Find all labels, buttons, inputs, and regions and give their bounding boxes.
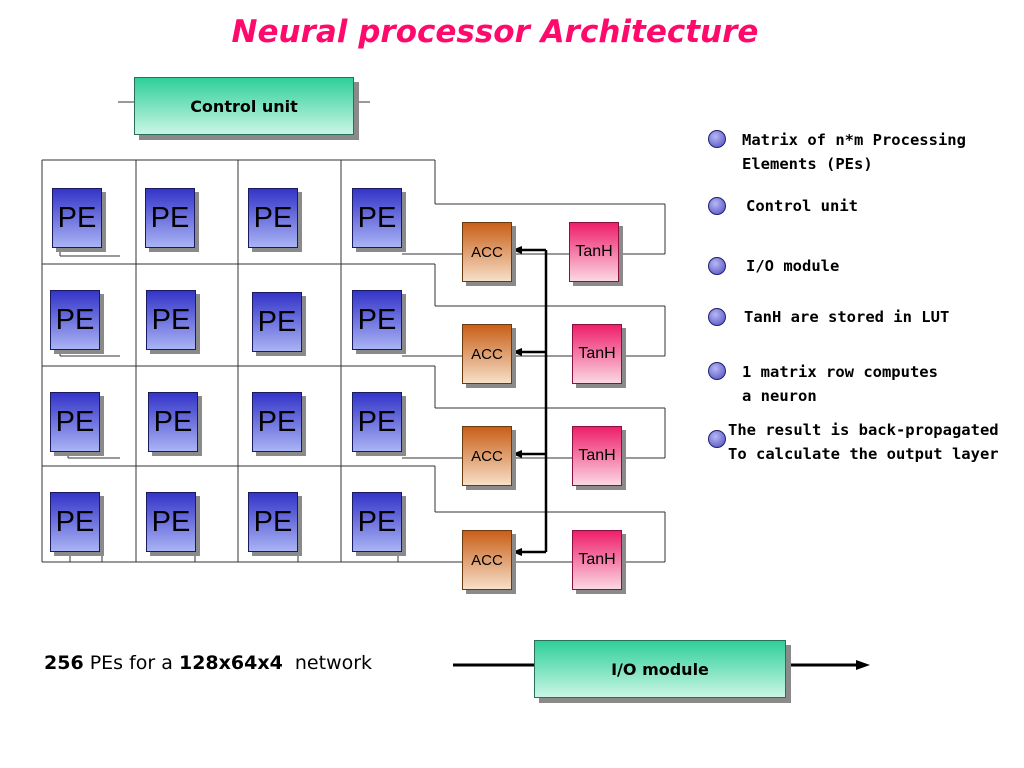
caption-text-1: PEs for a: [83, 652, 179, 674]
acc-r3: ACC: [462, 426, 512, 486]
pe-count: 256: [44, 652, 84, 674]
network-dims: 128x64x4: [178, 652, 283, 674]
pe-r2-c1: PE: [50, 290, 100, 350]
tanh-r2: TanH: [572, 324, 622, 384]
tanh-r3: TanH: [572, 426, 622, 486]
pe-r3-c2: PE: [148, 392, 198, 452]
acc-r1: ACC: [462, 222, 512, 282]
pe-r1-c3: PE: [248, 188, 298, 248]
pe-r4-c1: PE: [50, 492, 100, 552]
bullet-icon: [708, 308, 726, 326]
pe-r3-c3: PE: [252, 392, 302, 452]
pe-r4-c2: PE: [146, 492, 196, 552]
pe-r4-c4: PE: [352, 492, 402, 552]
caption-text-2: network: [282, 652, 373, 674]
io-module-block: I/O module: [534, 640, 786, 698]
acc-r4: ACC: [462, 530, 512, 590]
pe-r2-c4: PE: [352, 290, 402, 350]
tanh-r4: TanH: [572, 530, 622, 590]
bullet-text-tanh-lut: TanH are stored in LUT: [744, 308, 950, 326]
bullet-text-io-module: I/O module: [746, 257, 840, 275]
pe-r2-c3: PE: [252, 292, 302, 352]
pe-r4-c3: PE: [248, 492, 298, 552]
bullet-icon: [708, 197, 726, 215]
pe-r1-c1: PE: [52, 188, 102, 248]
bullet-icon: [708, 362, 726, 380]
control-unit-block: Control unit: [134, 77, 354, 135]
page-title: Neural processor Architecture: [231, 14, 759, 50]
network-caption: 256 PEs for a 128x64x4 network: [44, 652, 372, 674]
pe-r3-c1: PE: [50, 392, 100, 452]
pe-r2-c2: PE: [146, 290, 196, 350]
acc-r2: ACC: [462, 324, 512, 384]
bullet-icon: [708, 257, 726, 275]
bullet-icon: [708, 130, 726, 148]
tanh-r1: TanH: [569, 222, 619, 282]
pe-r3-c4: PE: [352, 392, 402, 452]
pe-r1-c2: PE: [145, 188, 195, 248]
bullet-text-control-unit: Control unit: [746, 197, 858, 215]
pe-r1-c4: PE: [352, 188, 402, 248]
bullet-icon: [708, 430, 726, 448]
